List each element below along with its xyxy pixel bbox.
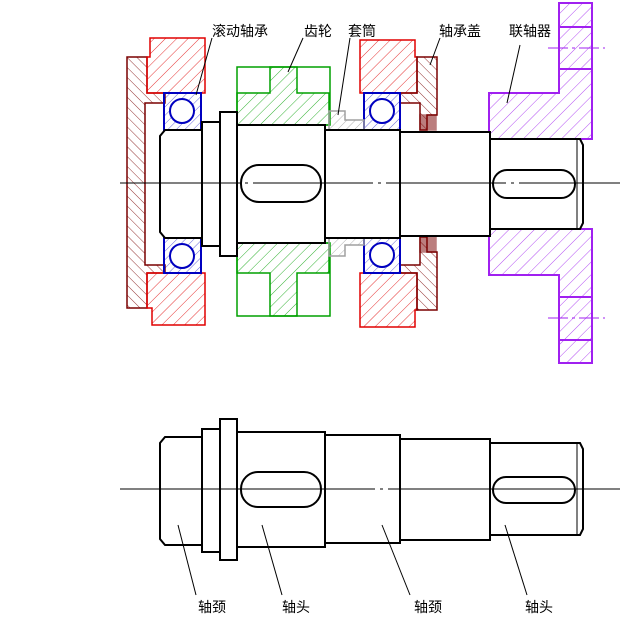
- label-gear: 齿轮: [304, 24, 332, 40]
- coupling: [488, 2, 605, 364]
- leader-lines: [195, 37, 521, 116]
- label-shaft-head: 轴头: [282, 600, 310, 616]
- leader-lines: [177, 524, 528, 596]
- housing: [146, 37, 418, 328]
- seal: [419, 236, 437, 253]
- bearing-cover: [399, 56, 438, 311]
- label-coupling: 联轴器: [509, 24, 551, 40]
- label-journal: 轴颈: [198, 600, 226, 616]
- label-shaft-head: 轴头: [525, 600, 553, 616]
- label-bearing: 滚动轴承: [212, 23, 268, 40]
- rolling-bearings: [163, 92, 401, 274]
- keyway: [492, 169, 576, 199]
- label-bearing-cover: 轴承盖: [439, 24, 481, 40]
- shaft-assembled: [159, 111, 584, 257]
- seal: [419, 114, 437, 131]
- label-sleeve: 套筒: [348, 23, 376, 40]
- label-journal: 轴颈: [414, 600, 442, 616]
- keyway: [492, 476, 576, 504]
